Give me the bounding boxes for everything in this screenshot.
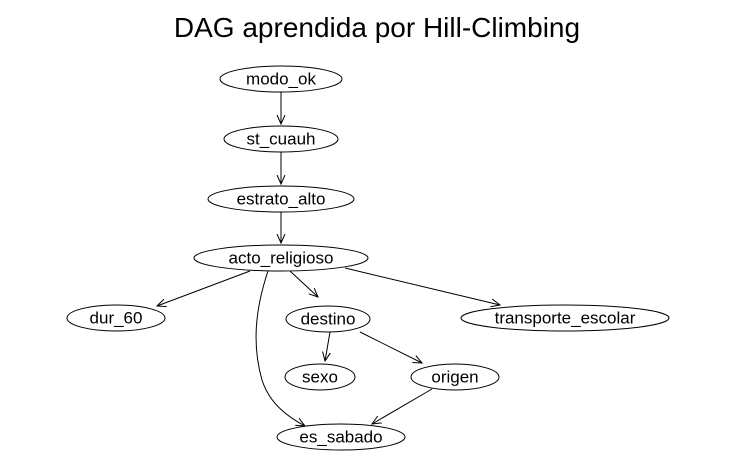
node-label: estrato_alto: [237, 190, 326, 209]
node-label: origen: [431, 368, 478, 387]
node-transporte_escolar: transporte_escolar: [460, 304, 670, 332]
edge-origen-to-es_sabado: [372, 388, 433, 424]
node-label: sexo: [302, 368, 338, 387]
node-ellipse: [276, 423, 406, 451]
node-origen: origen: [410, 363, 500, 391]
node-es_sabado: es_sabado: [276, 423, 406, 451]
node-label: acto_religioso: [229, 249, 334, 268]
edge-destino-to-sexo: [325, 331, 330, 361]
node-dur_60: dur_60: [66, 304, 166, 332]
node-ellipse: [284, 363, 356, 391]
node-st_cuauh: st_cuauh: [223, 125, 339, 153]
node-sexo: sexo: [284, 363, 356, 391]
node-label: destino: [301, 310, 356, 329]
diagram-title: DAG aprendida por Hill-Climbing: [173, 12, 581, 43]
edge-destino-to-origen: [359, 331, 422, 363]
edge-acto_religioso-to-transporte_escolar: [344, 267, 500, 305]
node-ellipse: [460, 304, 670, 332]
node-label: st_cuauh: [247, 130, 316, 149]
node-ellipse: [219, 65, 343, 93]
node-acto_religioso: acto_religioso: [193, 244, 369, 272]
node-label: modo_ok: [246, 70, 316, 89]
node-ellipse: [285, 305, 371, 333]
node-destino: destino: [285, 305, 371, 333]
edge-acto_religioso-to-destino: [289, 270, 318, 297]
node-estrato_alto: estrato_alto: [207, 185, 355, 213]
node-ellipse: [410, 363, 500, 391]
edge-acto_religioso-to-es_sabado: [255, 270, 305, 426]
node-label: transporte_escolar: [495, 309, 636, 328]
node-ellipse: [207, 185, 355, 213]
node-ellipse: [223, 125, 339, 153]
node-ellipse: [193, 244, 369, 272]
node-label: dur_60: [90, 309, 143, 328]
node-label: es_sabado: [299, 428, 382, 447]
edge-acto_religioso-to-dur_60: [157, 270, 251, 306]
node-ellipse: [66, 304, 166, 332]
node-modo_ok: modo_ok: [219, 65, 343, 93]
